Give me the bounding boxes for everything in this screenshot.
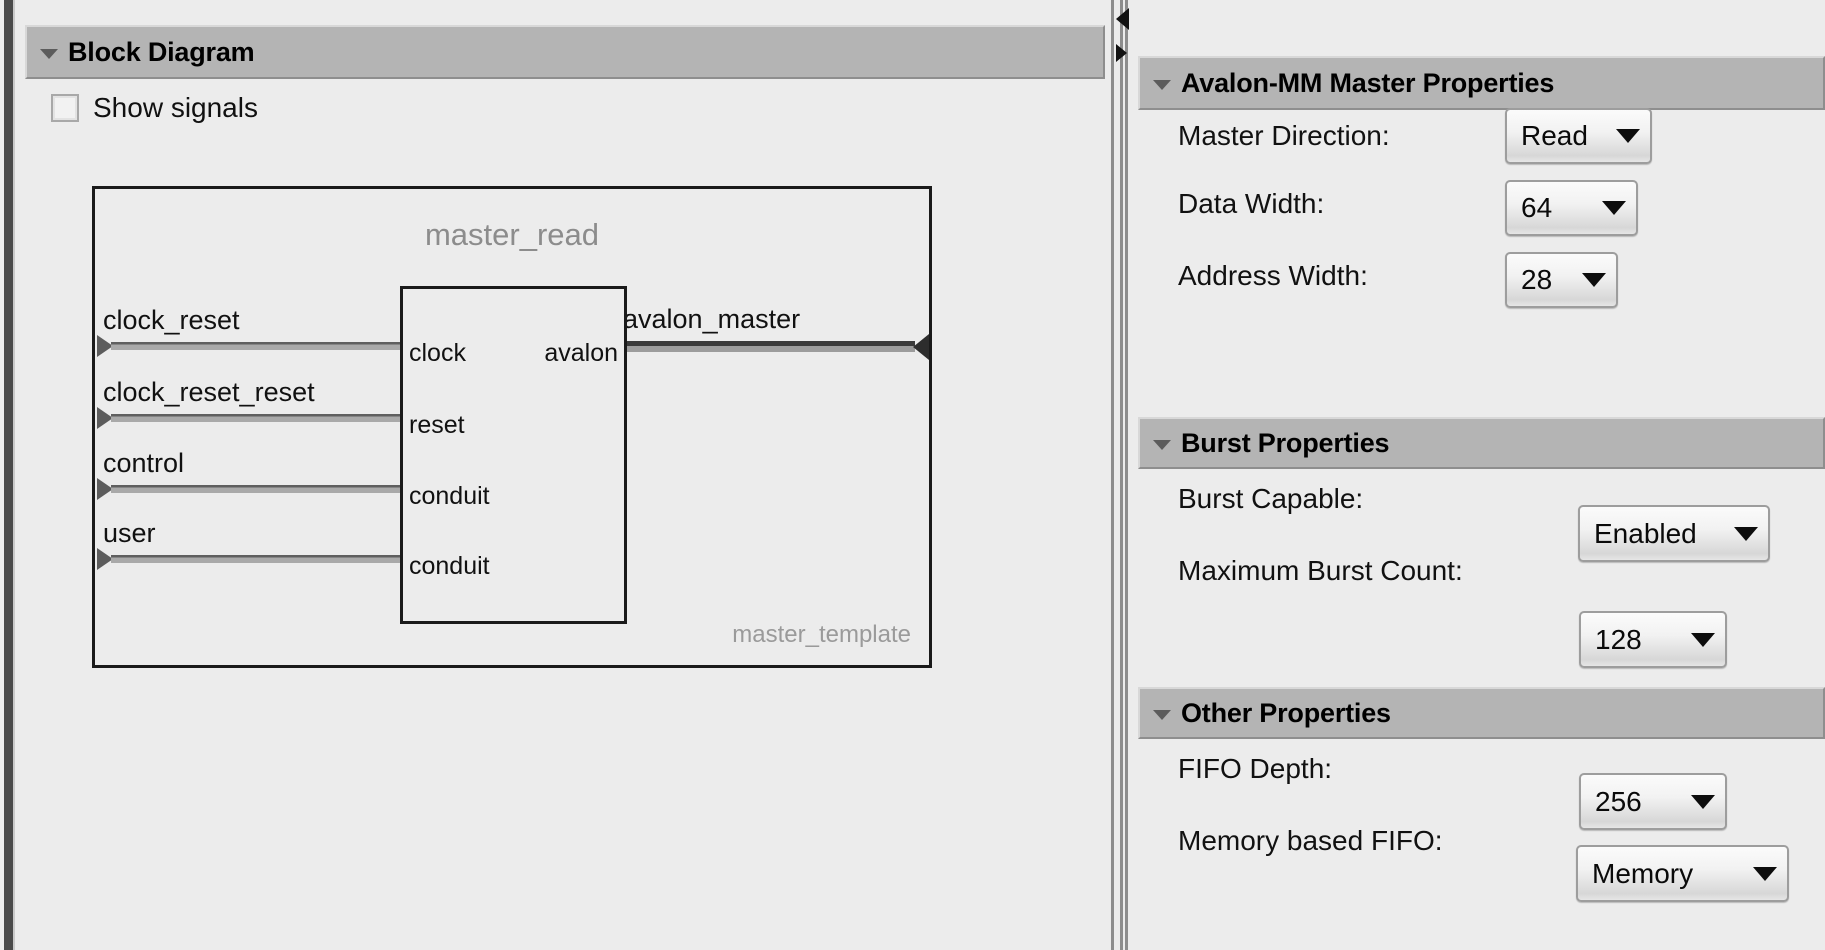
address-width-select[interactable]: 28 xyxy=(1505,252,1618,308)
data-width-label: Data Width: xyxy=(1178,188,1325,219)
chevron-down-icon[interactable] xyxy=(1153,439,1171,450)
splitter-bar-left xyxy=(1111,0,1114,950)
port-arrow-user xyxy=(97,548,113,570)
data-width-select[interactable]: 64 xyxy=(1505,180,1638,236)
master-direction-value: Read xyxy=(1521,120,1588,151)
wire-avalon-master xyxy=(625,341,915,352)
master-direction-label: Master Direction: xyxy=(1178,120,1390,151)
pin-label-reset: reset xyxy=(409,411,465,439)
avalon-mm-master-properties-header[interactable]: Avalon-MM Master Properties xyxy=(1138,56,1825,110)
chevron-down-icon[interactable] xyxy=(1734,526,1758,541)
port-label-avalon-master: avalon_master xyxy=(623,304,801,334)
burst-properties-title: Burst Properties xyxy=(1181,427,1390,458)
show-signals-checkbox[interactable] xyxy=(51,94,79,122)
pin-label-avalon: avalon xyxy=(544,339,618,367)
port-label-control: control xyxy=(103,448,185,478)
data-width-value: 64 xyxy=(1521,192,1553,223)
chevron-down-icon[interactable] xyxy=(1753,866,1777,881)
memory-based-fifo-label: Memory based FIFO: xyxy=(1178,825,1443,856)
memory-based-fifo-select[interactable]: Memory xyxy=(1576,845,1789,902)
memory-based-fifo-value: Memory xyxy=(1592,857,1694,889)
splitter-collapse-left-icon[interactable] xyxy=(1116,8,1129,30)
port-label-user: user xyxy=(103,518,156,548)
port-arrow-avalon-master xyxy=(913,334,929,360)
chevron-down-icon[interactable] xyxy=(1153,79,1171,90)
window-left-rail-highlight xyxy=(13,0,15,950)
memory-based-fifo-row: Memory based FIFO: xyxy=(1178,825,1443,857)
diagram-module-box[interactable]: clock reset conduit conduit avalon xyxy=(400,286,627,624)
chevron-down-icon[interactable] xyxy=(1582,273,1606,287)
port-arrow-clock-reset-reset xyxy=(97,407,113,429)
block-diagram-panel: Block Diagram Show signals master_read c… xyxy=(15,0,1105,950)
burst-capable-row: Burst Capable: xyxy=(1178,483,1363,515)
other-properties-title: Other Properties xyxy=(1181,697,1391,728)
block-diagram-canvas: master_read clock_reset clock_reset_rese… xyxy=(92,186,932,668)
chevron-down-icon[interactable] xyxy=(40,48,58,59)
pin-label-conduit-control: conduit xyxy=(409,482,490,510)
burst-capable-value: Enabled xyxy=(1594,517,1697,549)
maximum-burst-count-row: Maximum Burst Count: xyxy=(1178,555,1463,587)
avalon-mm-master-properties-title: Avalon-MM Master Properties xyxy=(1181,67,1555,98)
wire-control xyxy=(111,485,403,493)
chevron-down-icon[interactable] xyxy=(1616,129,1640,143)
chevron-down-icon[interactable] xyxy=(1153,709,1171,720)
block-diagram-section-header[interactable]: Block Diagram xyxy=(25,25,1105,79)
chevron-down-icon[interactable] xyxy=(1691,794,1715,809)
splitter-bar-right xyxy=(1125,0,1128,950)
wire-user xyxy=(111,555,403,563)
pin-label-conduit-user: conduit xyxy=(409,552,490,580)
port-arrow-clock-reset xyxy=(97,335,113,357)
address-width-row: Address Width: xyxy=(1178,260,1368,292)
show-signals-row[interactable]: Show signals xyxy=(51,92,258,124)
fifo-depth-row: FIFO Depth: xyxy=(1178,753,1332,785)
fifo-depth-label: FIFO Depth: xyxy=(1178,753,1333,784)
data-width-row: Data Width: xyxy=(1178,188,1324,220)
maximum-burst-count-select[interactable]: 128 xyxy=(1579,611,1727,668)
diagram-module-name: master_read xyxy=(424,217,600,252)
block-diagram-section-title: Block Diagram xyxy=(68,36,255,67)
master-direction-select[interactable]: Read xyxy=(1505,108,1652,164)
port-label-clock-reset: clock_reset xyxy=(103,305,240,335)
splitter-collapse-right-icon[interactable] xyxy=(1116,44,1127,62)
properties-panel: Avalon-MM Master Properties Master Direc… xyxy=(1138,0,1825,950)
show-signals-label: Show signals xyxy=(93,92,258,123)
window-left-rail xyxy=(4,0,13,950)
chevron-down-icon[interactable] xyxy=(1691,632,1715,647)
burst-capable-select[interactable]: Enabled xyxy=(1578,505,1770,562)
maximum-burst-count-value: 128 xyxy=(1595,623,1642,655)
master-direction-row: Master Direction: xyxy=(1178,120,1390,152)
maximum-burst-count-label: Maximum Burst Count: xyxy=(1178,555,1463,586)
fifo-depth-value: 256 xyxy=(1595,785,1642,817)
burst-capable-label: Burst Capable: xyxy=(1178,483,1364,514)
splitter-bar-mid xyxy=(1120,0,1123,950)
diagram-instance-name: master_template xyxy=(732,621,911,648)
port-label-clock-reset-reset: clock_reset_reset xyxy=(103,377,315,407)
chevron-down-icon[interactable] xyxy=(1602,201,1626,215)
fifo-depth-select[interactable]: 256 xyxy=(1579,773,1727,830)
pin-label-clock: clock xyxy=(409,339,466,367)
address-width-value: 28 xyxy=(1521,264,1553,295)
burst-properties-header[interactable]: Burst Properties xyxy=(1138,417,1825,469)
other-properties-header[interactable]: Other Properties xyxy=(1138,687,1825,739)
address-width-label: Address Width: xyxy=(1178,260,1368,291)
panel-splitter[interactable] xyxy=(1106,0,1138,950)
wire-clock-reset xyxy=(111,342,403,350)
port-arrow-control xyxy=(97,478,113,500)
wire-clock-reset-reset xyxy=(111,414,403,422)
